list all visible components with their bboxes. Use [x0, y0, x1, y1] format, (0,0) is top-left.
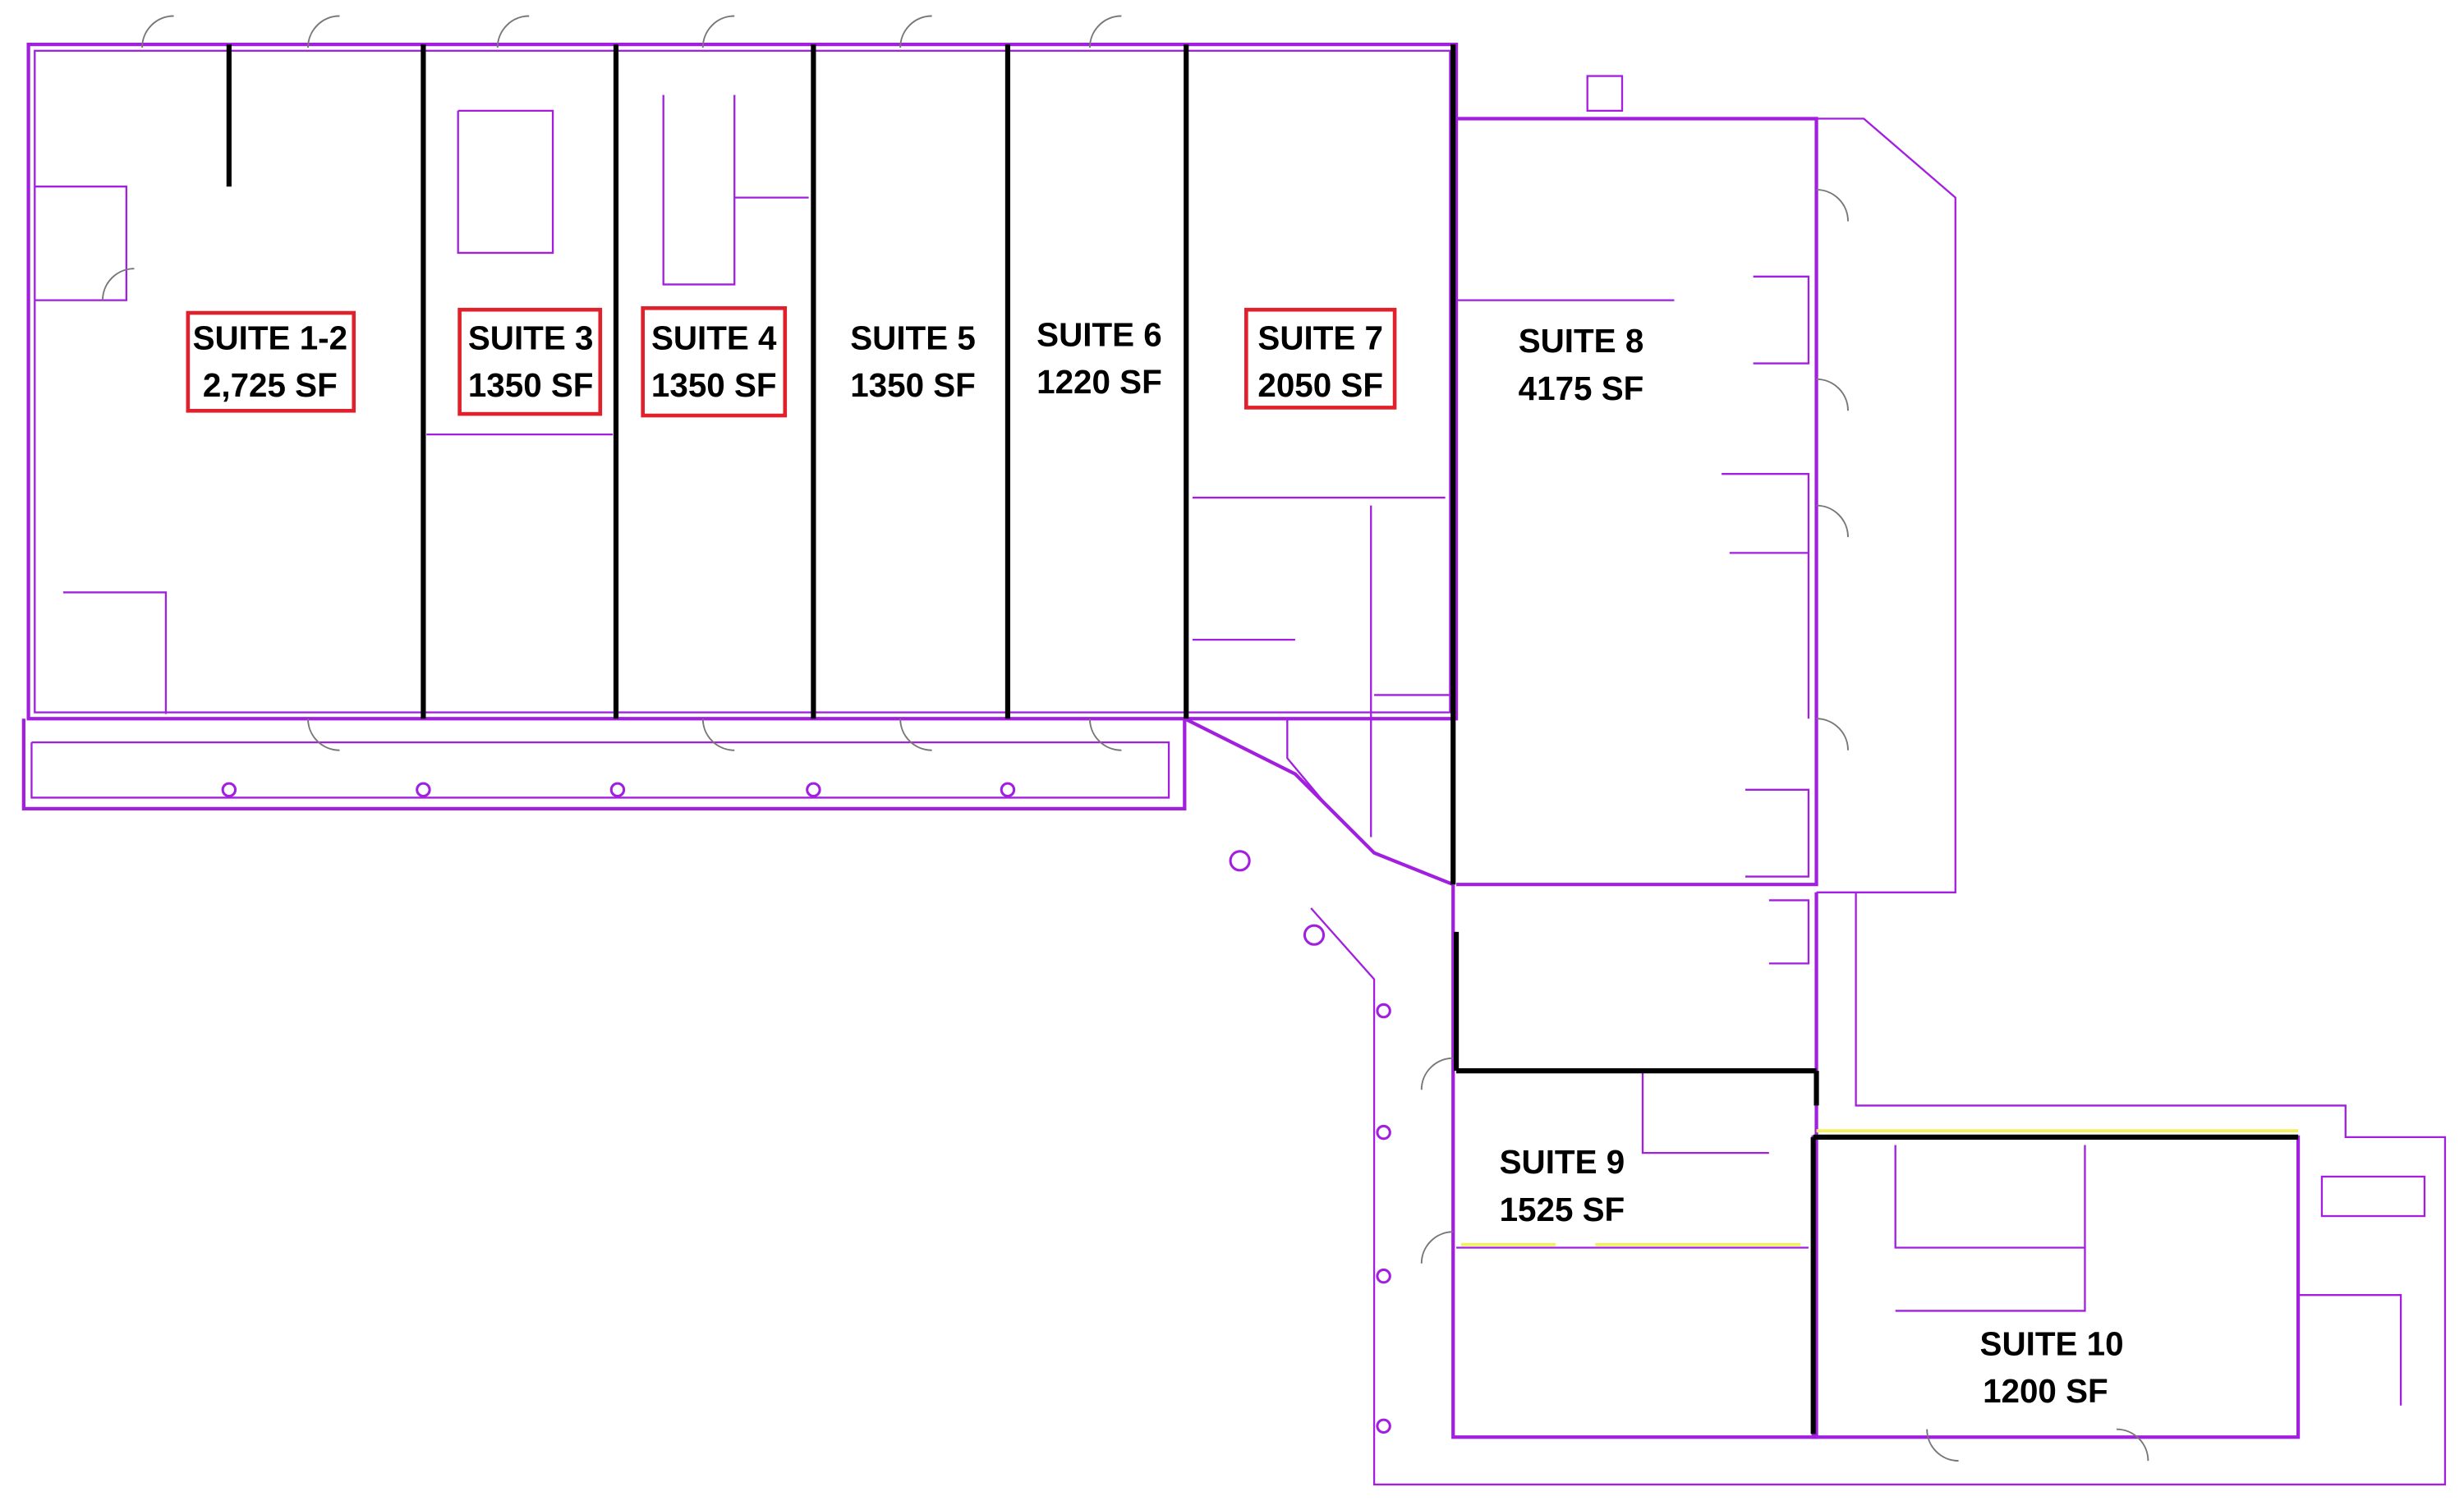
- highlight-box: [641, 305, 788, 418]
- walls: [21, 42, 2447, 1486]
- svg-text:SUITE 7: SUITE 7: [1257, 319, 1383, 356]
- suite-6-label: SUITE 6 1220 SF: [1037, 315, 1162, 401]
- highlight-box: [1244, 307, 1397, 410]
- svg-text:2050 SF: 2050 SF: [1257, 366, 1383, 404]
- suite-3-label: SUITE 3 1350 SF: [457, 307, 603, 416]
- highlight-box: [186, 310, 356, 413]
- svg-text:1350 SF: 1350 SF: [651, 366, 777, 404]
- svg-text:1200 SF: 1200 SF: [1983, 1372, 2108, 1410]
- svg-text:SUITE 8: SUITE 8: [1519, 322, 1644, 360]
- svg-text:1350 SF: 1350 SF: [850, 366, 976, 404]
- suite-9-label: SUITE 9 1525 SF: [1500, 1143, 1625, 1228]
- svg-text:1220 SF: 1220 SF: [1037, 363, 1162, 401]
- svg-text:SUITE 6: SUITE 6: [1037, 315, 1162, 353]
- svg-text:SUITE 4: SUITE 4: [651, 319, 777, 356]
- svg-text:1525 SF: 1525 SF: [1500, 1191, 1625, 1228]
- suite-labels: SUITE 1-2 2,725 SF SUITE 3 1350 SF SUITE…: [186, 305, 2124, 1410]
- door-swings: [102, 15, 2149, 1462]
- suite-10-label: SUITE 10 1200 SF: [1980, 1324, 2124, 1410]
- svg-text:SUITE 9: SUITE 9: [1500, 1143, 1625, 1181]
- svg-text:SUITE 3: SUITE 3: [468, 319, 594, 356]
- svg-text:4175 SF: 4175 SF: [1519, 369, 1644, 407]
- suite-4-label: SUITE 4 1350 SF: [641, 305, 788, 418]
- svg-text:SUITE 5: SUITE 5: [850, 319, 976, 356]
- highlight-box: [457, 307, 603, 416]
- svg-text:1350 SF: 1350 SF: [468, 366, 594, 404]
- columns: [221, 782, 1391, 1434]
- svg-text:SUITE 1-2: SUITE 1-2: [193, 319, 347, 356]
- svg-text:SUITE 10: SUITE 10: [1980, 1324, 2124, 1362]
- suite-7-label: SUITE 7 2050 SF: [1244, 307, 1397, 410]
- svg-text:2,725 SF: 2,725 SF: [203, 366, 338, 404]
- suite-5-label: SUITE 5 1350 SF: [850, 319, 976, 404]
- suite-8-label: SUITE 8 4175 SF: [1519, 322, 1644, 407]
- suite-dividers: [226, 44, 2299, 1434]
- suite-1-2-label: SUITE 1-2 2,725 SF: [186, 310, 356, 413]
